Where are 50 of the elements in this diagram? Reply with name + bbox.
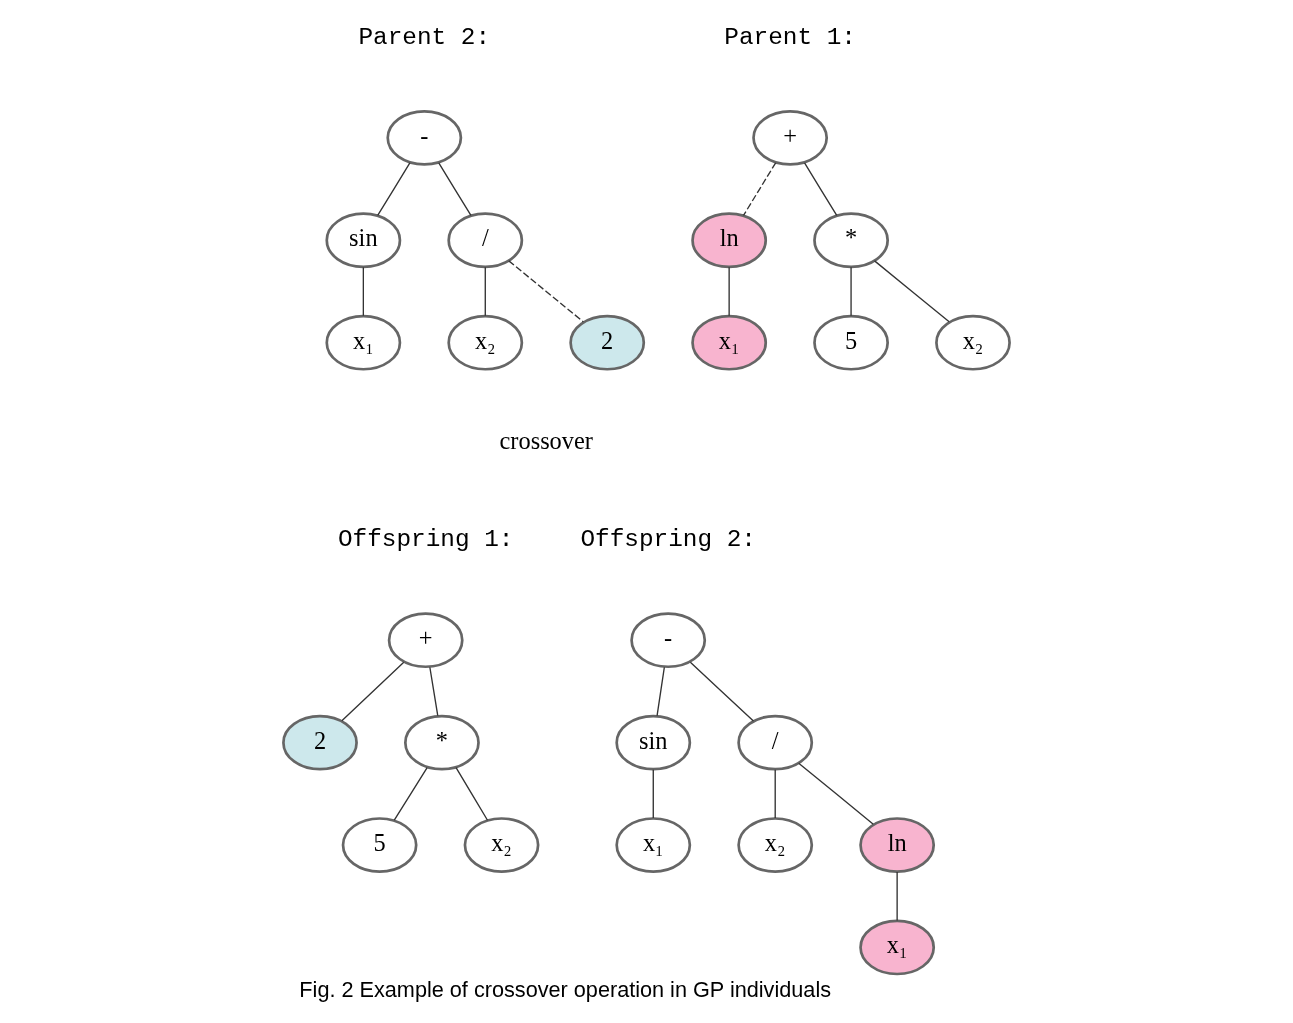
label: crossover (499, 426, 593, 454)
node-ellipse: x₁ (615, 817, 692, 873)
node-ellipse: ln (691, 212, 768, 269)
label: Parent 1: (724, 23, 856, 51)
node-ellipse: - (630, 612, 707, 669)
node-ellipse: 5 (813, 314, 889, 371)
node-ellipse: x₂ (447, 314, 524, 371)
connector (341, 661, 405, 722)
node-ellipse: x₂ (935, 314, 1011, 371)
node-ellipse: * (404, 714, 480, 771)
node-ellipse: x₁ (691, 314, 768, 371)
node-ellipse: 2 (569, 314, 646, 371)
node-ellipse: x₁ (859, 919, 936, 976)
connector (377, 162, 411, 217)
node-ellipse: ln (859, 817, 936, 873)
connector (652, 769, 654, 819)
connector (455, 766, 489, 821)
connector (803, 162, 838, 217)
node-ellipse: sin (325, 212, 402, 269)
node-ellipse: / (447, 212, 524, 269)
connector (798, 762, 874, 825)
node-ellipse: 2 (282, 714, 358, 771)
connector (742, 162, 777, 217)
connector (484, 266, 486, 317)
node-ellipse: + (752, 109, 829, 166)
node-ellipse: / (737, 714, 814, 771)
node-ellipse: - (386, 109, 463, 166)
node-ellipse: x₂ (737, 817, 814, 873)
label: Offspring 2: (580, 526, 756, 554)
connector (656, 666, 665, 717)
connector (508, 260, 585, 323)
connector (873, 260, 950, 323)
connector (429, 666, 439, 717)
label: Parent 2: (358, 23, 491, 51)
connector (896, 871, 898, 922)
node-ellipse: x₂ (463, 817, 540, 873)
caption: Fig. 2 Example of crossover operation in GP individuals (299, 977, 832, 1003)
connector (362, 266, 365, 317)
node-ellipse: x₁ (325, 314, 402, 371)
label: Offspring 1: (337, 526, 514, 554)
node-ellipse: 5 (341, 817, 418, 873)
connector (728, 266, 730, 317)
connector (438, 162, 472, 217)
connector (689, 661, 755, 722)
connector (850, 266, 852, 317)
connector (774, 769, 776, 819)
node-ellipse: sin (615, 714, 692, 771)
connector (393, 766, 428, 821)
node-ellipse: + (387, 612, 464, 669)
node-ellipse: * (813, 212, 889, 269)
